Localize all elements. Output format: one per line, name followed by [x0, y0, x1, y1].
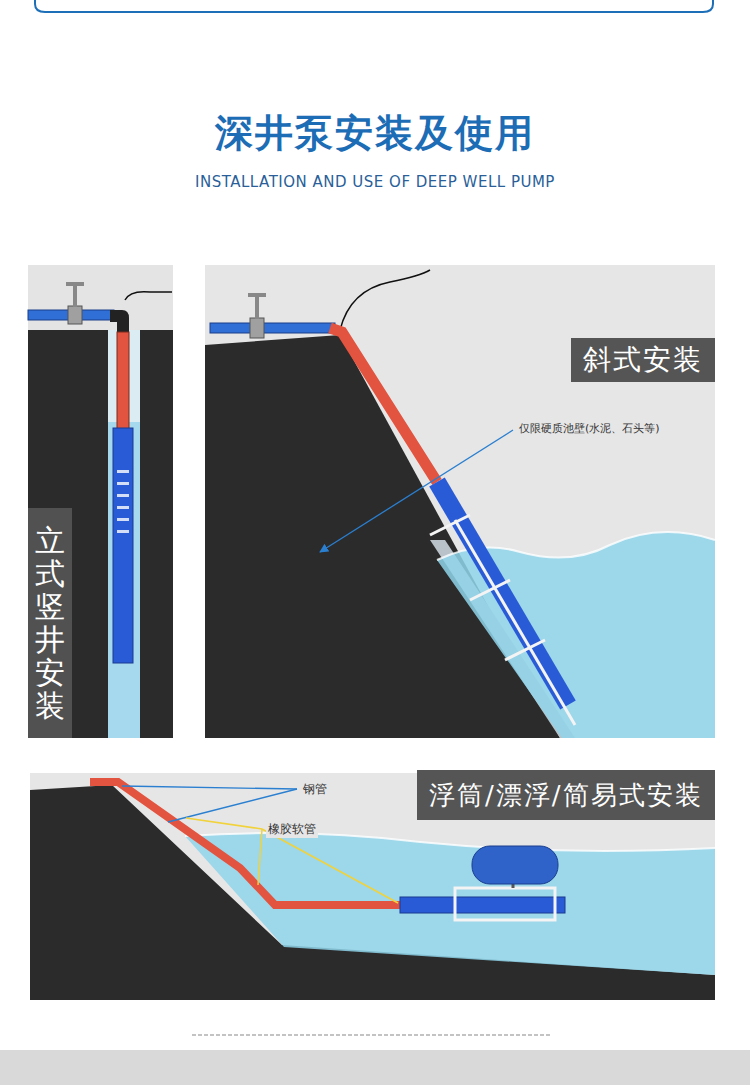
- part-label: 钢管: [301, 781, 329, 798]
- subtitle: INSTALLATION AND USE OF DEEP WELL PUMP: [0, 173, 750, 191]
- box-text: 立式竖井安装: [35, 524, 65, 722]
- note-label: 仅限硬质池壁(水泥、石头等): [517, 421, 662, 436]
- box-text: 斜式安装: [583, 338, 703, 382]
- divider: [192, 1034, 550, 1036]
- install-label-box: 浮筒/漂浮/简易式安装: [417, 770, 715, 820]
- install-label-box: 立式竖井安装: [28, 508, 72, 738]
- install-label-box: 斜式安装: [571, 338, 715, 382]
- vertical-well-panel: [28, 265, 173, 738]
- bottom-band: [0, 1050, 750, 1085]
- box-text: 浮筒/漂浮/简易式安装: [429, 770, 703, 820]
- inclined-panel: [205, 265, 715, 738]
- top-frame: [35, 0, 713, 12]
- part-label: 橡胶软管: [266, 821, 318, 838]
- title: 深井泵安装及使用: [0, 108, 750, 159]
